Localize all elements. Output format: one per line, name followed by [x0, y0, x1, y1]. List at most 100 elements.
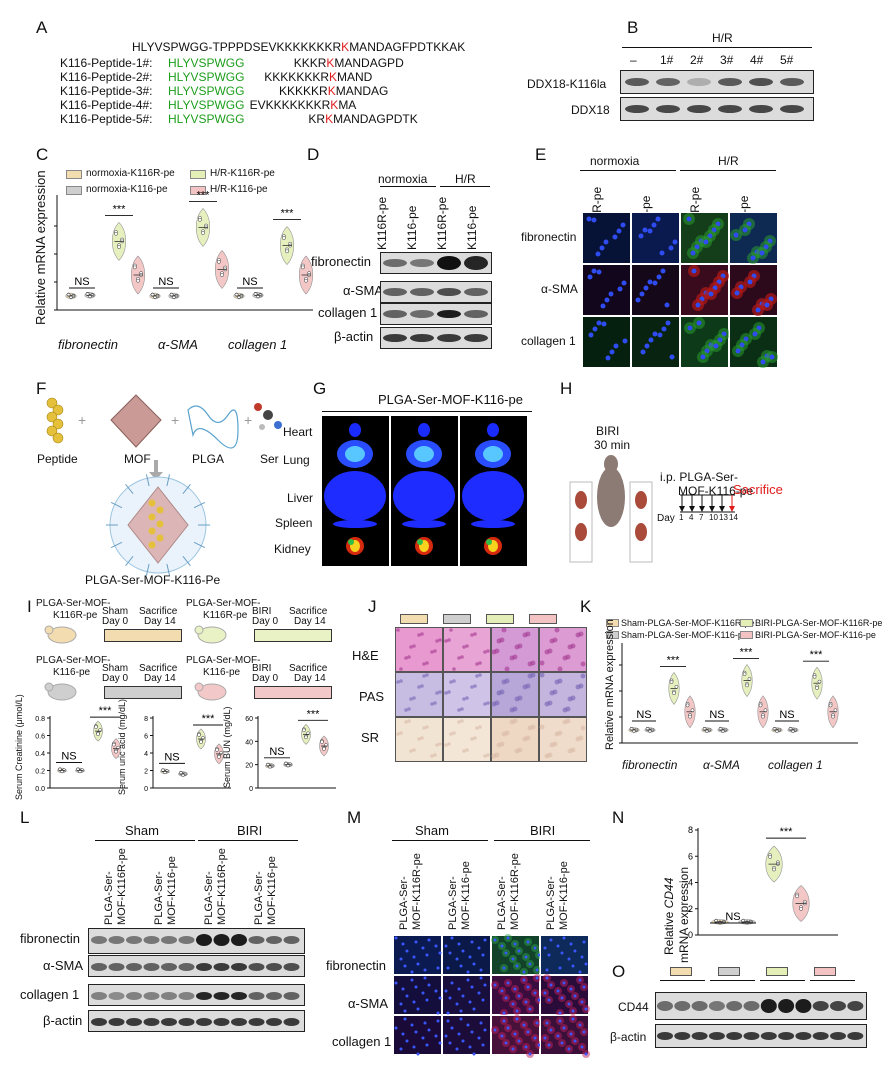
tissue-dot [578, 683, 584, 689]
nucleus [640, 349, 646, 355]
surface-chain [125, 555, 134, 566]
band [383, 334, 407, 342]
nucleus [446, 966, 450, 970]
plus-sign: + [244, 412, 252, 428]
panel-label-b: B [627, 18, 639, 37]
nucleus [479, 976, 483, 980]
mouse-body [47, 683, 77, 701]
mouse-head [194, 625, 204, 635]
point [96, 732, 100, 736]
y-tick-label: 4 [688, 878, 693, 888]
kidney-icon [575, 523, 587, 541]
tissue-dot [580, 725, 586, 731]
nucleus [524, 1045, 528, 1049]
nucleus [652, 280, 658, 286]
nucleus [639, 291, 645, 297]
point [199, 740, 203, 744]
band [674, 1001, 691, 1011]
nucleus [450, 936, 454, 940]
g-title: PLGA-Ser-MOF-K116-pe [378, 392, 523, 407]
i-d0: Day 0 [252, 673, 279, 684]
nucleus [511, 957, 515, 961]
nucleus [399, 1047, 403, 1051]
peptide-bead [46, 425, 58, 437]
tissue-dot [412, 748, 416, 752]
y-tick-label: 0.0 [35, 786, 45, 793]
nucleus [621, 280, 627, 286]
m-cell [491, 1015, 543, 1058]
d-blot-bands [383, 288, 488, 296]
c-legend-1: normoxia-K116R-pe [86, 168, 175, 179]
arrow-head [689, 506, 695, 512]
tissue-dot [407, 707, 411, 711]
band [778, 1032, 795, 1040]
nucleus [558, 1011, 562, 1015]
point [674, 684, 679, 689]
nucleus [468, 1045, 472, 1049]
e-cell-nuclei [588, 320, 628, 361]
peptide-green: HLYVSPWGG [168, 112, 245, 126]
i-mouse-icon [194, 622, 228, 644]
nucleus [617, 286, 623, 292]
tissue-dot [462, 645, 466, 649]
nucleus [468, 955, 472, 959]
y-tick-label: 0 [249, 786, 253, 793]
peptide-green: HLYVSPWGG [168, 70, 245, 84]
tissue-dot [517, 747, 523, 753]
tissue-dot [499, 637, 505, 643]
l-blot [88, 1010, 305, 1032]
e-cell [680, 316, 730, 368]
l-lane-label-1: PLGA-Ser- [103, 871, 115, 925]
band [410, 288, 434, 296]
band [691, 1032, 708, 1040]
band [91, 992, 107, 1000]
y-tick-label: 0.8 [35, 716, 45, 723]
nucleus [587, 274, 593, 280]
tissue-dot [547, 648, 553, 654]
tissue-dot [580, 661, 586, 667]
m-line-2 [494, 840, 590, 841]
y-tick-label: 2 [144, 769, 148, 776]
arrow-head [679, 506, 685, 512]
spleen [402, 520, 446, 528]
nucleus [560, 951, 564, 955]
band [283, 963, 300, 971]
tissue-dot [417, 633, 421, 637]
nucleus [472, 1052, 476, 1056]
i-name-1: PLGA-Ser-MOF- [186, 655, 261, 666]
peptide-k: K [326, 56, 335, 70]
nucleus [470, 940, 474, 944]
nucleus [528, 1007, 532, 1011]
peptide-post: MAND [337, 70, 373, 84]
kidney-icon [635, 491, 647, 509]
kidney-icon [575, 491, 587, 509]
spleen [333, 520, 377, 528]
panel-label-j: J [368, 597, 377, 616]
nucleus [644, 343, 650, 349]
mouse-head [44, 625, 54, 635]
nucleus [479, 968, 483, 972]
b-row-label-1: DDX18-K116la [527, 77, 607, 91]
band [196, 934, 212, 946]
tissue-dot [465, 696, 469, 700]
point [282, 236, 286, 240]
nucleus [528, 962, 532, 966]
loaded-peptide [148, 513, 156, 521]
nucleus [547, 953, 551, 957]
nucleus [592, 326, 598, 332]
f-scheme: +++ [46, 394, 282, 576]
c-legend-4: H/R-K116-pe [210, 184, 268, 195]
nucleus [513, 987, 517, 991]
e-row-label: collagen 1 [521, 334, 576, 348]
point [201, 231, 205, 235]
tissue-dot [412, 696, 416, 700]
c-legend-swatch-2 [66, 186, 82, 195]
tissue-dot [565, 718, 571, 724]
lung-signal [483, 446, 503, 462]
nucleus [591, 268, 597, 274]
band [213, 963, 230, 971]
i-cond: Sham [102, 663, 129, 674]
sig-star: *** [780, 826, 794, 838]
tissue-dot [417, 737, 421, 741]
band [657, 1001, 673, 1011]
